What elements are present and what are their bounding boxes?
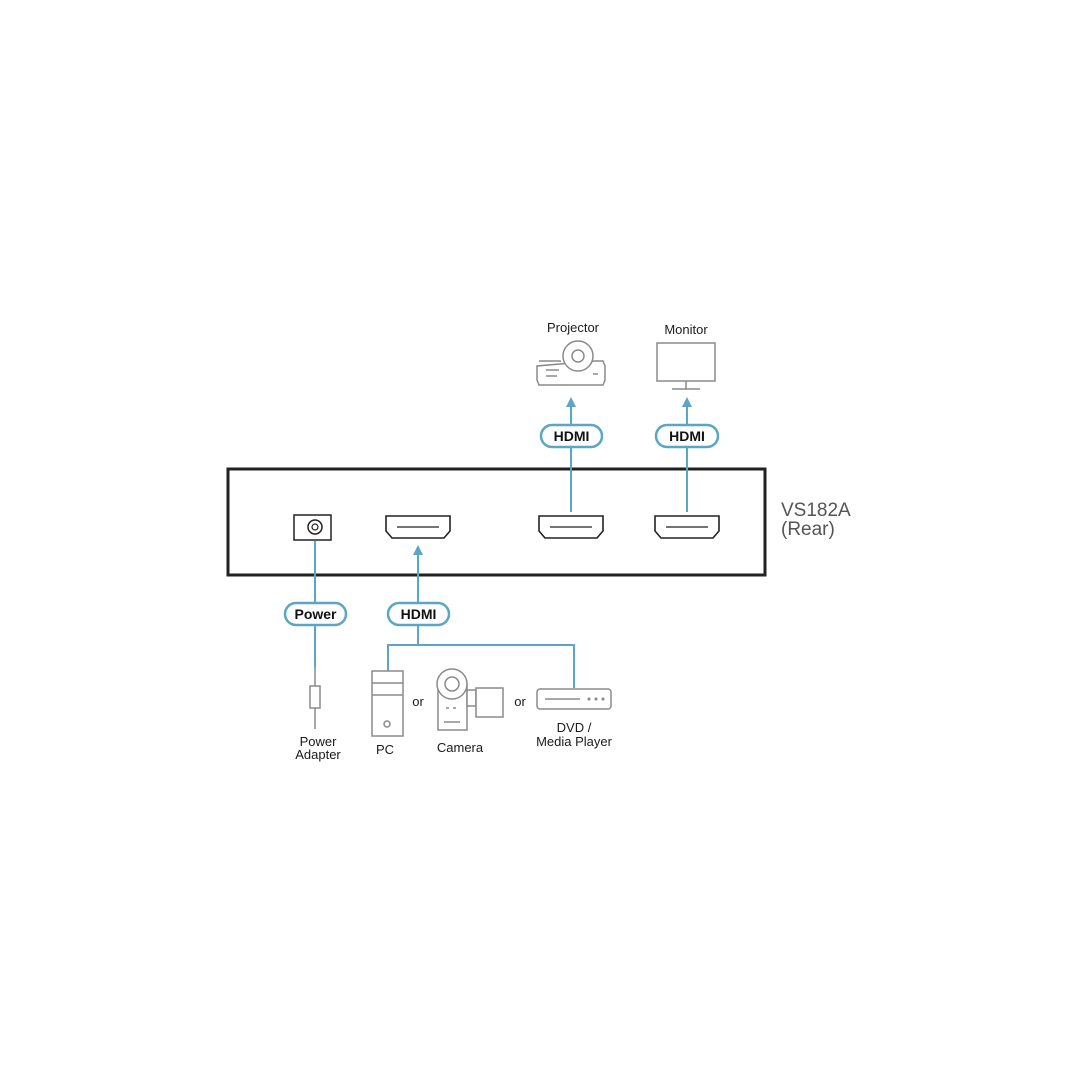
hdmi-input-pill: HDMI [386, 601, 451, 627]
hdmi-input-label: HDMI [401, 606, 437, 622]
projector-label: Projector [547, 320, 600, 335]
dvd-label-line2: Media Player [536, 734, 613, 749]
projector-icon [536, 340, 606, 386]
device-model: VS182A [781, 500, 851, 521]
hdmi-output-port-2 [654, 515, 720, 539]
monitor-hdmi-pill: HDMI [654, 423, 720, 449]
camera-label: Camera [437, 740, 484, 755]
hdmi-input-cable [387, 545, 575, 688]
device-view: (Rear) [781, 519, 835, 540]
power-pill: Power [283, 601, 348, 627]
monitor-hdmi-label: HDMI [669, 428, 705, 444]
hdmi-input-port [385, 515, 451, 539]
camera-icon [436, 668, 504, 731]
power-pill-label: Power [294, 606, 337, 622]
or-separator-2: or [514, 694, 526, 709]
power-port [293, 514, 332, 541]
pc-icon [371, 670, 404, 737]
monitor-icon [656, 342, 716, 390]
dvd-player-icon [536, 688, 612, 710]
hdmi-output-port-1 [538, 515, 604, 539]
projector-hdmi-pill: HDMI [539, 423, 604, 449]
power-adapter-label-line2: Adapter [295, 747, 341, 762]
pc-label: PC [376, 742, 394, 757]
or-separator-1: or [412, 694, 424, 709]
monitor-label: Monitor [664, 322, 708, 337]
dvd-label-line1: DVD / [557, 720, 592, 735]
projector-hdmi-label: HDMI [554, 428, 590, 444]
power-adapter-label-line1: Power [300, 734, 338, 749]
power-adapter-icon [309, 667, 321, 729]
